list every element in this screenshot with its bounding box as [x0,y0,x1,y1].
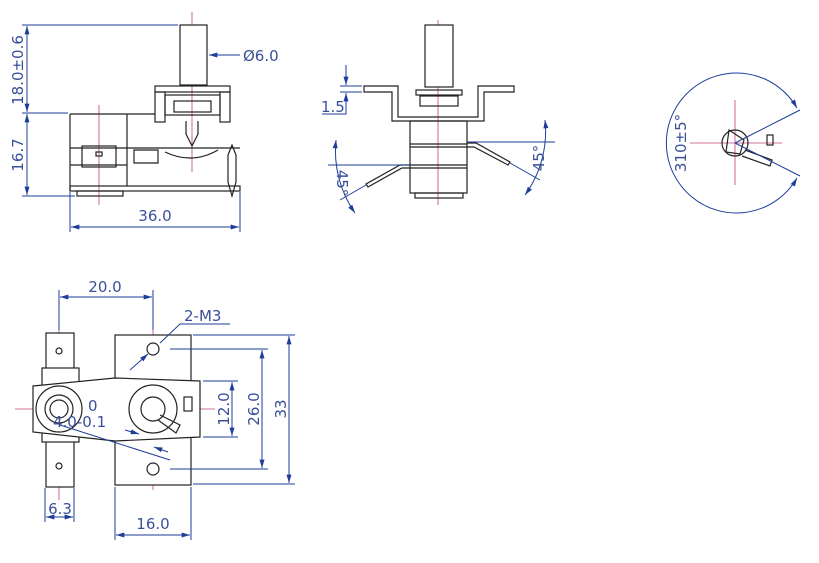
body-width-label: 36.0 [138,207,171,225]
mount-holes-label: 2-M3 [184,307,221,325]
shaft [424,24,454,88]
shaft-height-label: 18.0±0.6 [9,35,27,105]
shaft [179,24,208,86]
shaft-diameter-label: Ø6.0 [243,47,279,65]
hole-tolerance-upper: 0 [88,397,98,415]
overall-height-label: 33 [272,399,290,418]
body-height-label: 16.7 [9,138,27,171]
inner-height-label: 12.0 [215,392,233,425]
terminal-width-label: 6.3 [48,500,72,518]
side-view: 1.5 45° 45° [321,20,555,214]
flange-thickness-label: 1.5 [321,98,345,116]
rotation-angle-label: 310±5° [672,114,690,172]
rotation-view: 310±5° [665,72,801,214]
hole-diameter-label: 4.0-0.1 [53,413,106,431]
center-distance-label: 20.0 [88,278,121,296]
hole-spacing-label: 26.0 [245,392,263,425]
base-plate [69,185,241,192]
bottom-view: 20.0 2-M3 0 4.0-0.1 12.0 26.0 33 6.3 16.… [15,278,295,540]
block-width-label: 16.0 [136,515,169,533]
front-view: 18.0±0.6 16.7 Ø6.0 36.0 [9,12,279,232]
right-lead-angle-label: 45° [530,145,548,172]
body [409,120,468,194]
left-lead-angle-label: 45° [333,170,351,197]
